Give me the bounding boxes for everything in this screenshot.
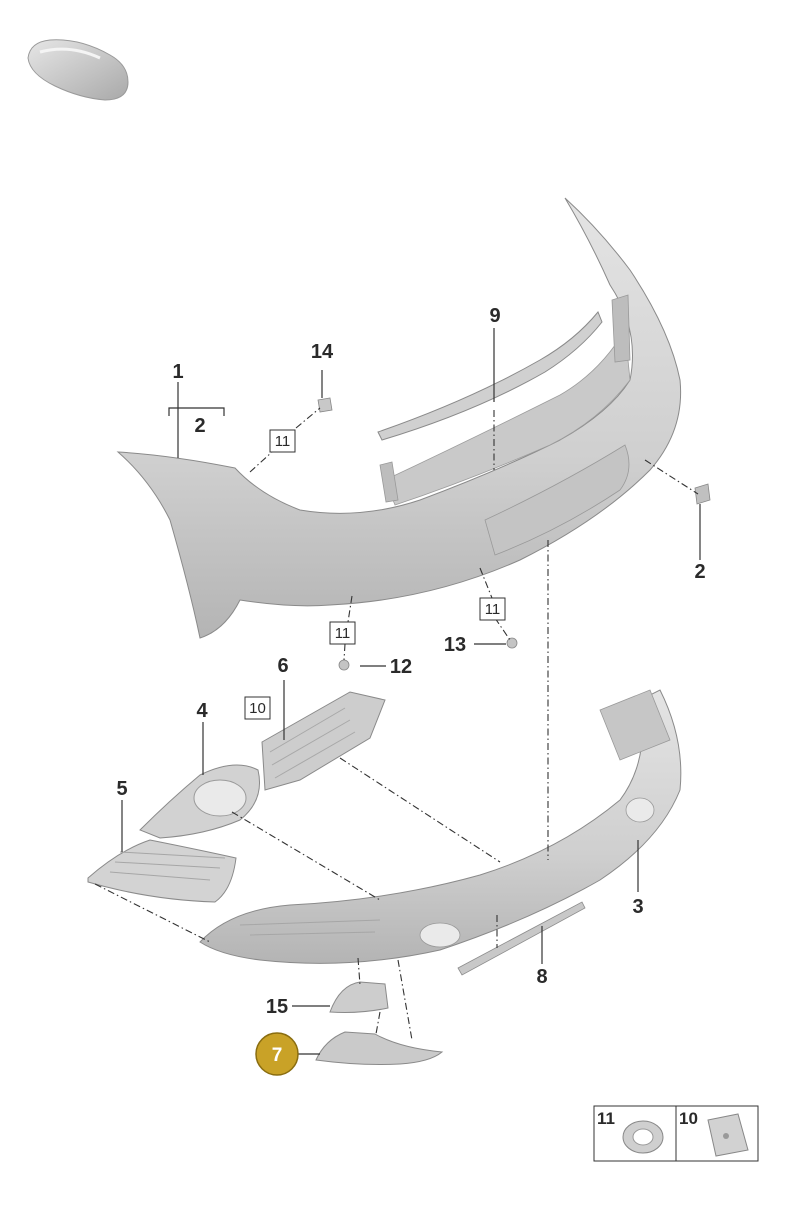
boxed-ref-11-left: 11	[275, 433, 291, 450]
callout-12: 12	[390, 656, 412, 678]
boxed-refs: 11 11 11 10	[244, 429, 506, 720]
callout-2-bracket: 2	[194, 415, 205, 437]
grille-support-part	[261, 691, 386, 791]
callout-3: 3	[632, 896, 643, 918]
callout-15: 15	[266, 996, 288, 1018]
boxed-ref-11-mid: 11	[335, 625, 351, 642]
callout-7: 7	[272, 1045, 283, 1066]
screw-part-2	[694, 483, 711, 505]
air-grille-part	[87, 839, 237, 903]
light-bezel-part	[139, 764, 260, 839]
boxed-ref-10: 10	[249, 700, 266, 717]
callout-labels: 1 2 14 9 2 12 13 6 4 5 3 8 15	[116, 305, 705, 1018]
bumper-cover-part	[116, 197, 682, 639]
screw-part-13	[506, 637, 518, 649]
callout-8: 8	[536, 966, 547, 988]
legend-10-label: 10	[679, 1109, 698, 1128]
assembly-lines	[94, 407, 699, 1041]
callout-7-highlight[interactable]: 7	[255, 1032, 299, 1076]
lower-bumper-part	[199, 689, 682, 964]
legend-11-label: 11	[597, 1109, 615, 1128]
screw-part-12	[338, 659, 350, 671]
callout-5: 5	[116, 778, 127, 800]
vehicle-icon	[27, 39, 129, 101]
boxed-ref-11-right: 11	[485, 601, 501, 618]
callout-4: 4	[196, 700, 208, 722]
cover-part-7	[315, 1031, 444, 1065]
legend-box: 11 10	[593, 1105, 759, 1162]
upper-mounting-strip-part	[377, 311, 603, 441]
callout-1: 1	[172, 361, 183, 383]
cover-part-15	[329, 981, 389, 1013]
clip-part-14	[317, 397, 333, 413]
grommet-icon	[622, 1120, 664, 1154]
callout-14: 14	[311, 341, 334, 363]
callout-13: 13	[444, 634, 466, 656]
callout-6: 6	[277, 655, 288, 677]
clip-nut-icon	[707, 1113, 749, 1157]
callout-9: 9	[489, 305, 500, 327]
callout-2-right: 2	[694, 561, 705, 583]
trim-strip-part	[457, 901, 586, 976]
leader-lines	[121, 328, 701, 1055]
